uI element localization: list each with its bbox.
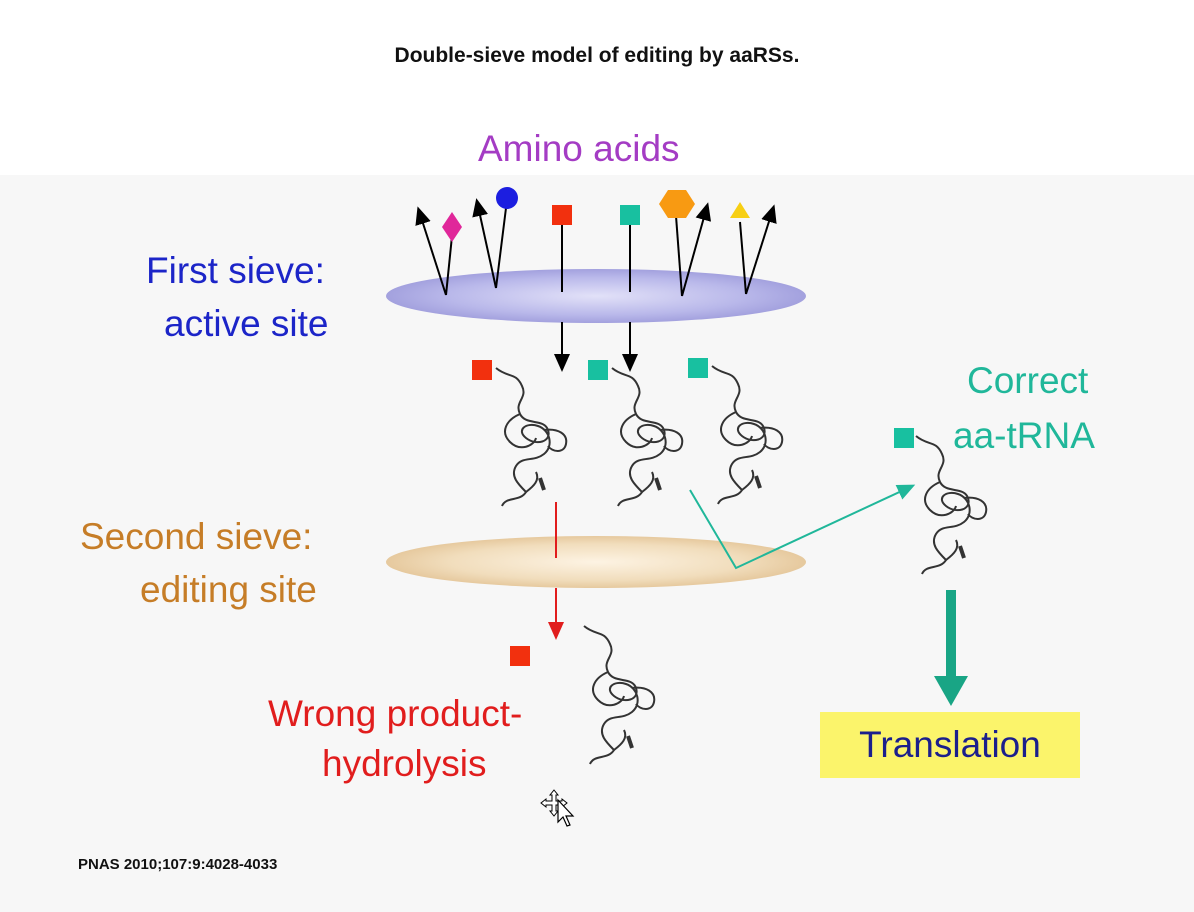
amino-acid-rejected-pink <box>415 206 453 296</box>
correct-sublabel: aa-tRNA <box>953 415 1095 456</box>
citation: PNAS 2010;107:9:4028-4033 <box>78 856 278 873</box>
hydrolyzed-trna <box>582 624 657 766</box>
second-sieve-disk <box>386 536 806 588</box>
teal-aa-on-trna-1 <box>588 360 608 380</box>
second-sieve-sublabel: editing site <box>140 569 317 610</box>
teal-aa-on-trna-2 <box>688 358 708 378</box>
trna-charged-2 <box>710 364 785 506</box>
amino-acid-rejected-orange <box>675 202 712 297</box>
translation-arrow-head <box>934 676 968 706</box>
correct-label: Correct <box>967 360 1089 401</box>
blue-circle-amino-acid <box>496 187 518 209</box>
red-square-amino-acid <box>552 205 572 225</box>
released-red-amino-acid <box>510 646 530 666</box>
amino-acid-rejected-blue <box>472 198 507 289</box>
correct-aa-trna-arrow <box>689 484 916 570</box>
wrong-product-label: Wrong product- <box>268 693 523 734</box>
yellow-triangle-amino-acid <box>730 202 750 218</box>
red-aa-on-trna <box>472 360 492 380</box>
amino-acid-rejected-yellow <box>739 204 777 295</box>
mouse-cursor-icon <box>540 789 575 827</box>
orange-hexagon-amino-acid <box>659 190 695 218</box>
teal-square-amino-acid <box>620 205 640 225</box>
teal-aa-on-correct-trna <box>894 428 914 448</box>
first-sieve-disk <box>386 269 806 323</box>
second-sieve-label: Second sieve: <box>80 516 313 557</box>
hydrolysis-label: hydrolysis <box>322 743 487 784</box>
pink-diamond-amino-acid <box>442 212 462 242</box>
translation-box <box>820 712 1080 778</box>
first-sieve-label: First sieve: <box>146 250 325 291</box>
trna-charged-1 <box>610 366 685 508</box>
trna-mischarged <box>494 366 569 508</box>
translation-arrow-shaft <box>946 590 956 678</box>
amino-acids-label: Amino acids <box>478 128 680 169</box>
first-sieve-sublabel: active site <box>164 303 329 344</box>
translation-label: Translation <box>859 724 1041 765</box>
slide-title: Double-sieve model of editing by aaRSs. <box>394 44 800 67</box>
